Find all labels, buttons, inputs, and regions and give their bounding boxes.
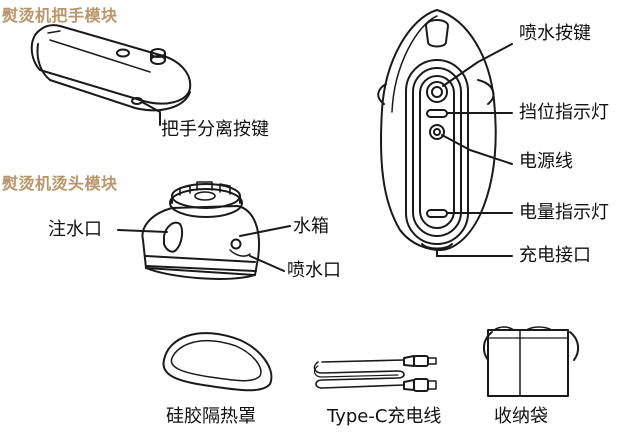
handle-module-title: 熨烫机把手模块 (2, 6, 118, 25)
label-water-inlet: 注水口 (48, 219, 102, 240)
leader-water-tank (239, 225, 291, 237)
leader-handle-release (141, 101, 161, 126)
label-storage-bag: 收纳袋 (494, 406, 548, 427)
label-spray-nozzle: 喷水口 (287, 260, 341, 281)
storage-bag-icon (482, 326, 580, 397)
label-power-cord: 电源线 (519, 151, 573, 172)
label-silicone-heat-cover: 硅胶隔热罩 (166, 406, 256, 427)
label-charging-port: 充电接口 (519, 245, 591, 266)
label-type-c-cable: Type-C充电线 (327, 406, 442, 427)
head-module-illustration (141, 181, 260, 280)
label-handle-release-button: 把手分离按键 (161, 119, 269, 140)
label-battery-indicator: 电量指示灯 (519, 202, 609, 223)
label-level-indicator: 挡位指示灯 (519, 102, 609, 123)
leader-water-inlet (117, 229, 168, 233)
head-module-title: 熨烫机烫头模块 (2, 174, 118, 193)
label-water-tank: 水箱 (293, 216, 329, 237)
label-spray-button: 喷水按键 (519, 23, 591, 44)
leader-spray-nozzle (249, 255, 285, 272)
leader-power-cord (441, 134, 513, 165)
leader-spray-button (442, 43, 513, 87)
handle-module-illustration (30, 24, 192, 112)
main-unit-illustration (377, 9, 497, 257)
type-c-cable-icon (313, 355, 437, 392)
silicone-heat-cover-icon (162, 332, 273, 392)
